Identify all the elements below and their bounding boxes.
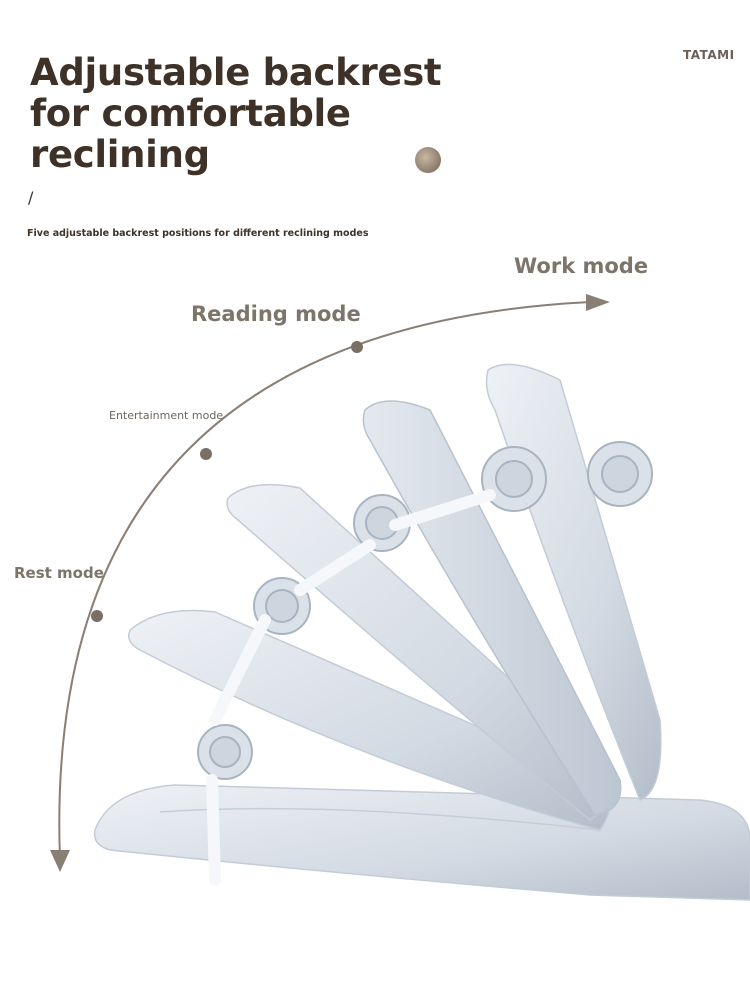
cushion-recline-1 xyxy=(128,609,611,831)
cushion-flat xyxy=(93,784,750,901)
brand-label: TATAMI xyxy=(683,48,735,62)
cushion-recline-3 xyxy=(362,400,622,816)
position-dot-rest xyxy=(91,610,103,622)
position-dot-reading xyxy=(351,341,363,353)
label-rest-mode: Rest mode xyxy=(14,564,104,582)
label-entertainment-mode: Entertainment mode xyxy=(109,409,224,422)
position-dot-entertainment xyxy=(200,448,212,460)
label-work-mode: Work mode xyxy=(514,254,649,278)
strap-1 xyxy=(206,774,221,886)
decorative-ball xyxy=(415,147,441,173)
label-reading-mode: Reading mode xyxy=(191,302,361,326)
page-subtitle: Five adjustable backrest positions for d… xyxy=(27,228,369,239)
separator: / xyxy=(28,188,34,207)
page-title: Adjustable backrest for comfortable recl… xyxy=(30,51,442,176)
strap-4 xyxy=(389,489,496,531)
arrow-head-top xyxy=(586,294,610,311)
strap-3 xyxy=(294,539,376,596)
backrest-positions xyxy=(93,363,750,901)
strap-2 xyxy=(209,614,271,726)
recline-arc xyxy=(50,294,610,872)
arrow-head-bottom xyxy=(50,850,70,872)
